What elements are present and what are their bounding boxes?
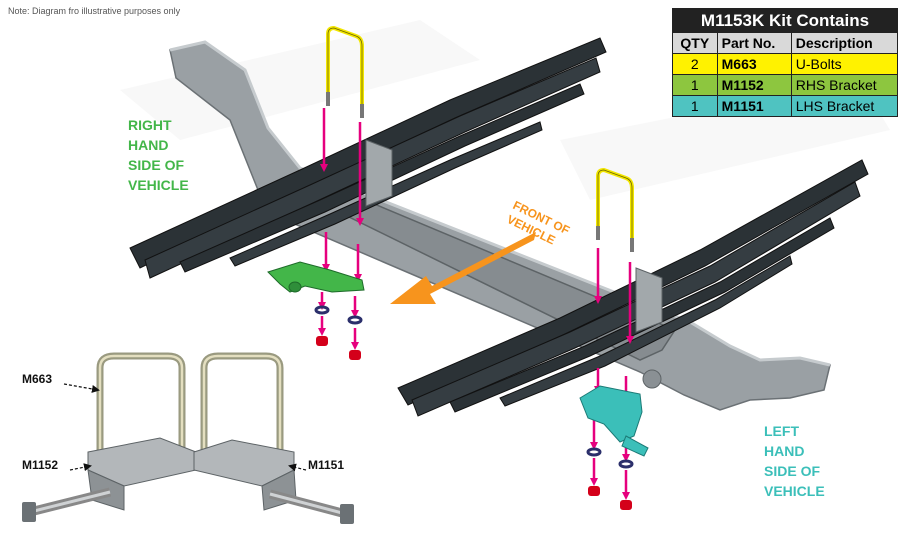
u-bolt-icon bbox=[96, 352, 186, 452]
label-line: VEHICLE bbox=[764, 483, 825, 499]
label-line: SIDE OF bbox=[764, 463, 821, 479]
cell-description: U-Bolts bbox=[790, 53, 899, 75]
bracket-icon bbox=[87, 437, 197, 511]
spring-pad-left bbox=[635, 267, 663, 333]
illustrative-note: Note: Diagram fro illustrative purposes … bbox=[8, 6, 181, 16]
cell-part: M1152 bbox=[716, 74, 792, 96]
nut-icon bbox=[588, 486, 632, 510]
cell-qty: 1 bbox=[672, 95, 718, 117]
callout-m663: M663 bbox=[22, 372, 53, 386]
cell-description: RHS Bracket bbox=[790, 74, 899, 96]
cell-qty: 1 bbox=[672, 74, 718, 96]
bracket-icon bbox=[579, 385, 649, 457]
label-line: RIGHT bbox=[128, 117, 172, 133]
label-line: SIDE OF bbox=[128, 157, 185, 173]
label-line: VEHICLE bbox=[128, 177, 189, 193]
bolt-icon bbox=[22, 487, 112, 522]
washer-icon bbox=[586, 447, 634, 469]
cell-description: LHS Bracket bbox=[790, 95, 899, 117]
label-line: LEFT bbox=[764, 423, 799, 439]
bracket-icon bbox=[267, 261, 365, 293]
spring-pad-right bbox=[365, 139, 393, 207]
cell-part: M663 bbox=[716, 53, 792, 75]
label-line: HAND bbox=[764, 443, 805, 459]
table-row: 2 M663 U-Bolts bbox=[672, 53, 899, 75]
header-description: Description bbox=[790, 32, 899, 54]
nut-icon bbox=[316, 336, 361, 360]
callout-leader-m1152 bbox=[69, 463, 92, 472]
right-hand-side-label: RIGHT HAND SIDE OF VEHICLE bbox=[128, 115, 189, 195]
kit-contents-table: M1153K Kit Contains QTY Part No. Descrip… bbox=[672, 8, 899, 117]
callout-m1151: M1151 bbox=[308, 458, 345, 472]
callout-leader-m663 bbox=[63, 383, 100, 393]
header-qty: QTY bbox=[672, 32, 718, 54]
callout-leader-m1151 bbox=[288, 463, 307, 472]
table-row: 1 M1151 LHS Bracket bbox=[672, 95, 899, 117]
kit-table-title: M1153K Kit Contains bbox=[672, 8, 898, 33]
cell-qty: 2 bbox=[672, 53, 718, 75]
table-row: 1 M1152 RHS Bracket bbox=[672, 74, 899, 96]
fitment-arrows-right bbox=[318, 108, 364, 350]
callout-m1152: M1152 bbox=[22, 458, 59, 472]
kit-table-header-row: QTY Part No. Description bbox=[672, 32, 899, 54]
label-line: HAND bbox=[128, 137, 169, 153]
bolt-icon bbox=[268, 489, 354, 524]
left-hand-side-label: LEFT HAND SIDE OF VEHICLE bbox=[764, 421, 825, 501]
u-bolt-icon bbox=[596, 168, 634, 252]
header-part-no: Part No. bbox=[716, 32, 792, 54]
washer-icon bbox=[314, 305, 363, 325]
kit-components-inset bbox=[22, 352, 354, 524]
u-bolt-icon bbox=[200, 352, 284, 452]
u-bolt-icon bbox=[326, 26, 364, 118]
cell-part: M1151 bbox=[716, 95, 792, 117]
